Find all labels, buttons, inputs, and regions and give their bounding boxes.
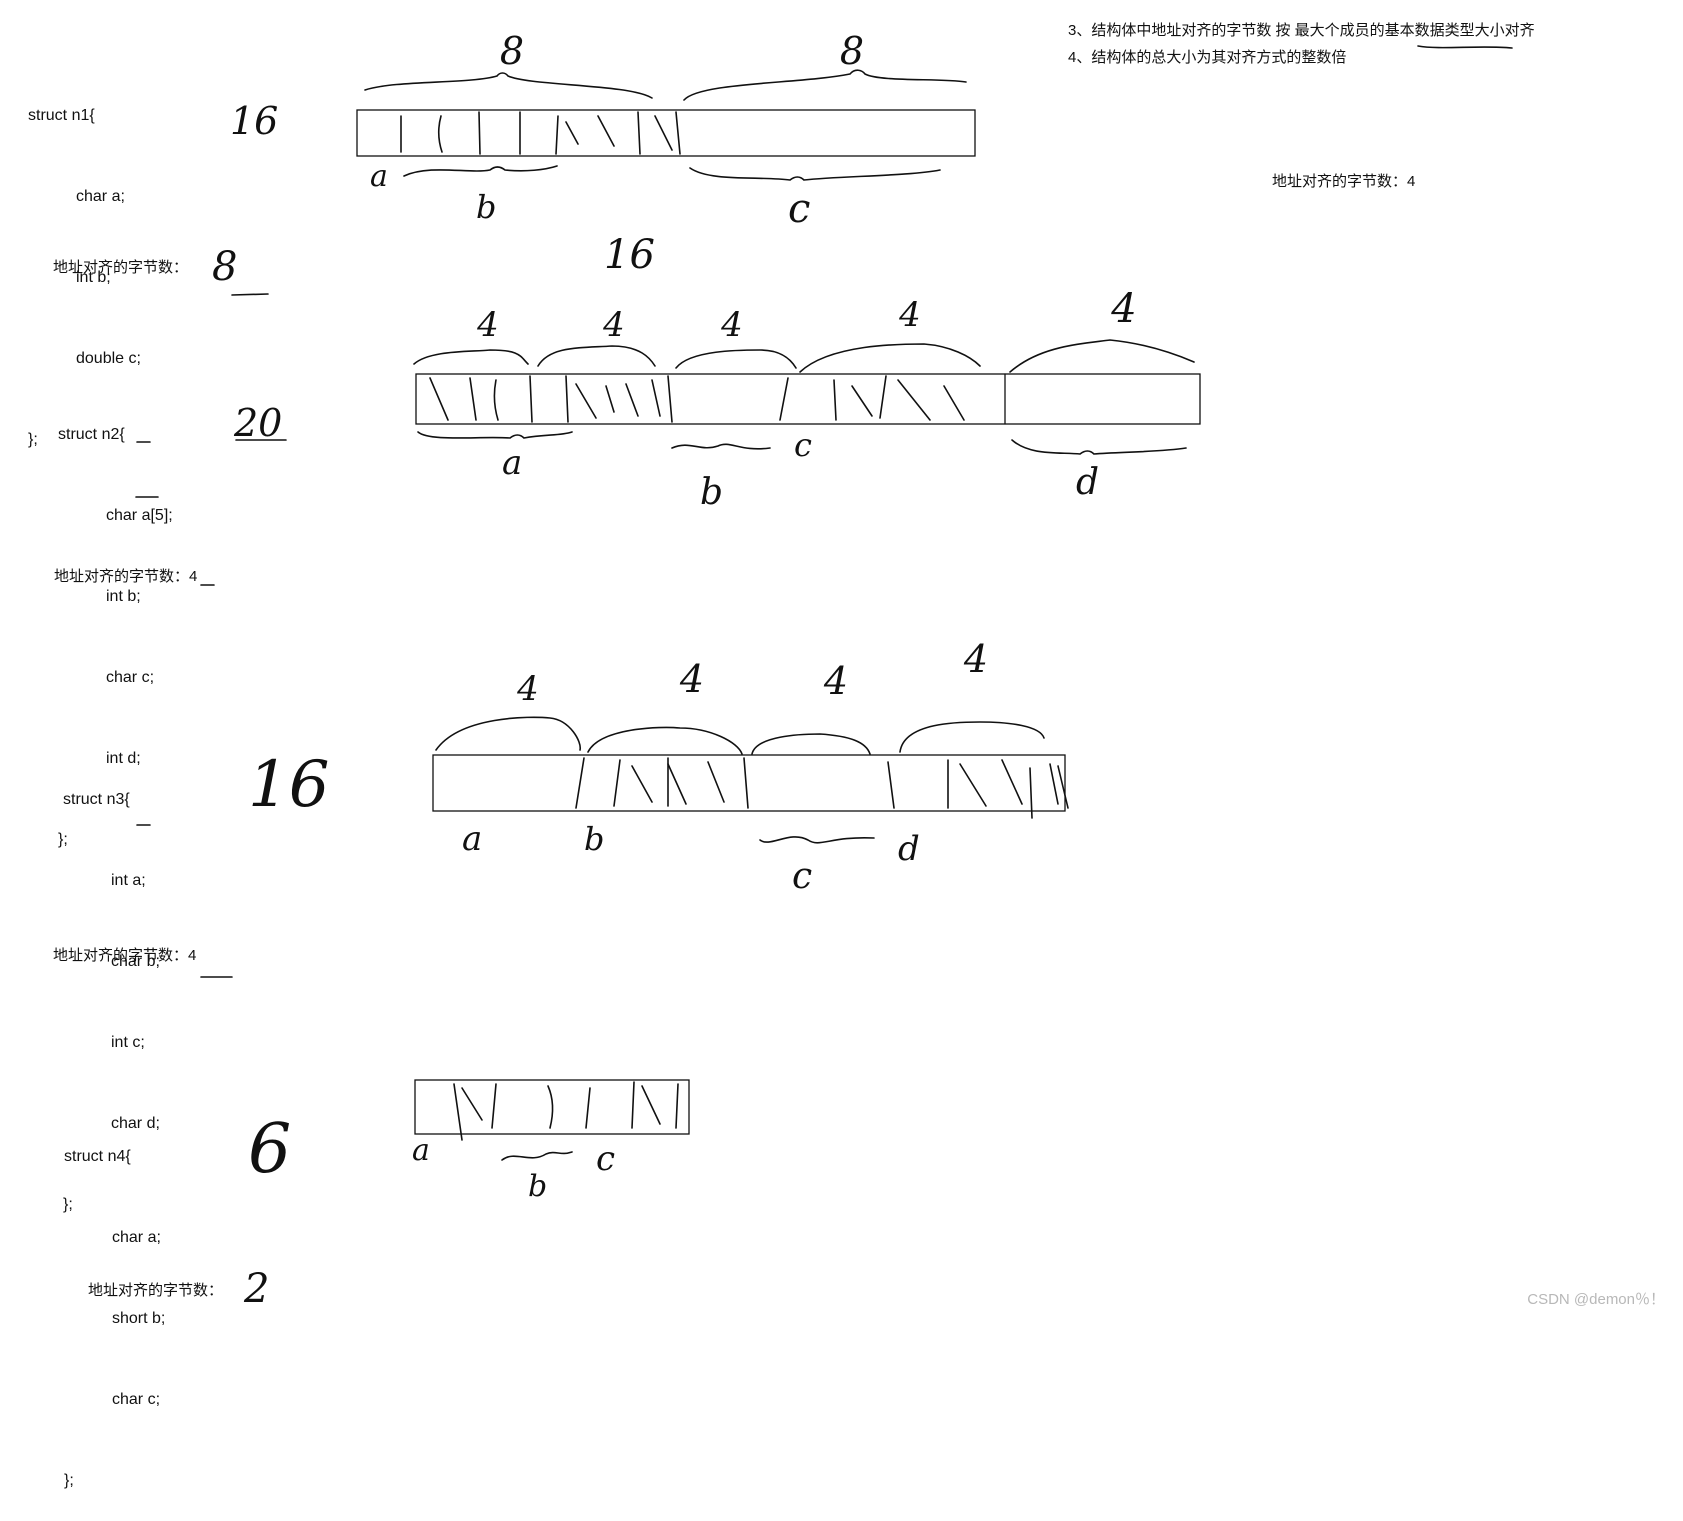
- n3-filled-cells: [575, 757, 1069, 819]
- code-line: struct n2{: [58, 426, 125, 443]
- n3-brace-top-2: [587, 726, 743, 755]
- n3-member-label: a: [462, 819, 482, 859]
- code-line: };: [58, 831, 68, 848]
- code-line: double c;: [76, 350, 141, 367]
- code-line: struct n1{: [28, 107, 95, 124]
- code-line: char d;: [111, 1115, 160, 1132]
- code-line: char a;: [76, 188, 125, 205]
- n1-member-label: c: [788, 186, 810, 232]
- rule-3: 3、结构体中地址对齐的字节数 按 最大个成员的基本数据类型大小对齐: [1068, 22, 1535, 39]
- code-line: char a;: [112, 1229, 161, 1246]
- n1-size-underline: [231, 293, 269, 296]
- n4-brace-b: [501, 1151, 573, 1161]
- n2-group-label: 4: [602, 305, 625, 345]
- n3-group-label: 4: [516, 669, 539, 709]
- n1-group-label: 8: [840, 29, 864, 73]
- struct-n3-align-label: 地址对齐的字节数：4: [53, 942, 196, 969]
- n2-member-label: b: [700, 472, 723, 513]
- code-line: char c;: [106, 669, 155, 686]
- n3-member-label: b: [584, 820, 604, 858]
- rule-underline: [1417, 45, 1513, 49]
- n4-size-value: 6: [248, 1110, 291, 1189]
- code-line: char b;: [111, 953, 160, 970]
- n2-group-label: 4: [898, 295, 921, 335]
- n2-group-label: 4: [476, 305, 499, 345]
- n1-group-label: 8: [500, 29, 524, 73]
- n2-member-label: a: [502, 443, 522, 483]
- code-line: int d;: [106, 750, 141, 767]
- n1-filled-cells: [400, 111, 681, 155]
- n1-brace-top-1: [364, 72, 653, 99]
- n4-memory-block: [414, 1079, 690, 1135]
- struct-n2-align-value: 4: [189, 568, 198, 585]
- n2-brace-top-5: [1009, 339, 1195, 373]
- code-line: };: [63, 1196, 73, 1213]
- handwritten-annotations: 8 8 16 a b c 16 8 4 4 4 4 4 20 a b c d 4…: [212, 29, 1137, 1312]
- n2-member-label: c: [794, 426, 812, 464]
- code-line: int c;: [111, 1034, 145, 1051]
- n2-size-value: 20: [233, 401, 282, 445]
- n1-memory-block: [356, 109, 976, 157]
- n4-member-label: c: [596, 1139, 615, 1179]
- code-line: char c;: [112, 1391, 161, 1408]
- struct-n1-align-label: 地址对齐的字节数：: [53, 259, 189, 276]
- n2-brace-a: [417, 431, 573, 439]
- n3-group-label: 4: [963, 637, 988, 681]
- struct-n3-align-value: 4: [188, 947, 197, 964]
- n2-brace-b: [671, 443, 771, 450]
- n2-brace-top-4: [799, 343, 981, 373]
- align-label-text: 地址对齐的字节数：: [53, 947, 189, 964]
- n1-size-value: 16: [230, 99, 278, 143]
- n2-filled-cells: [429, 375, 965, 423]
- n2-brace-top-1: [413, 349, 529, 365]
- n2-group-label: 4: [1110, 286, 1136, 332]
- align-label-text: 地址对齐的字节数：: [54, 568, 190, 585]
- code-line: struct n4{: [64, 1148, 131, 1165]
- n1-diagram-total: 16: [604, 232, 655, 278]
- n4-align-value: 2: [243, 1266, 269, 1312]
- struct-n4-align-label: 地址对齐的字节数：: [88, 1282, 224, 1299]
- n2-brace-top-2: [537, 345, 656, 367]
- n4-filled-cells: [453, 1081, 679, 1141]
- n2-brace-d: [1011, 439, 1187, 455]
- struct-n2-align-label: 地址对齐的字节数：4: [54, 563, 197, 590]
- code-line: char a[5];: [106, 507, 173, 524]
- n2-member-label: d: [1076, 462, 1099, 503]
- n3-group-label: 4: [823, 659, 848, 703]
- n1-align-value: 8: [212, 244, 237, 290]
- code-line: int b;: [76, 269, 111, 286]
- n1-member-label: b: [476, 188, 496, 226]
- n1-brace-c: [689, 167, 941, 181]
- n3-member-label: c: [792, 856, 812, 897]
- n3-memory-block: [432, 754, 1066, 812]
- n1-brace-top-2: [683, 69, 967, 101]
- n3-group-label: 4: [679, 657, 704, 701]
- memory-layout-drawing: 8 8 16 a b c 16 8 4 4 4 4 4 20 a b c d 4…: [135, 29, 1513, 1312]
- csdn-watermark: CSDN @demon％！: [1527, 1291, 1665, 1308]
- struct-n1-code: struct n1{ char a; int b; double c; };: [28, 48, 141, 480]
- n4-member-label: b: [528, 1169, 547, 1204]
- struct-n3-code: struct n3{ int a; char b; int c; char d;…: [63, 732, 160, 1245]
- code-line: int b;: [106, 588, 141, 605]
- n3-brace-c: [759, 836, 875, 844]
- code-line: struct n3{: [63, 791, 130, 808]
- code-line: };: [28, 431, 38, 448]
- n3-brace-top-4: [899, 721, 1045, 753]
- n1-brace-b: [403, 165, 558, 177]
- n3-member-label: d: [898, 829, 920, 869]
- rule-4: 4、结构体的总大小为其对齐方式的整数倍: [1068, 49, 1347, 66]
- n2-memory-block: [415, 373, 1201, 425]
- n1-member-label: a: [370, 159, 388, 194]
- code-line: int a;: [111, 872, 146, 889]
- n2-brace-top-3: [675, 349, 797, 369]
- n3-size-value: 16: [248, 748, 329, 822]
- n3-brace-top-1: [435, 716, 581, 751]
- code-line: };: [64, 1472, 74, 1489]
- struct-n2-code: struct n2{ char a[5]; int b; char c; int…: [58, 367, 173, 880]
- n3-brace-top-3: [751, 733, 871, 755]
- n4-member-label: a: [412, 1133, 430, 1168]
- n2-group-label: 4: [720, 305, 743, 345]
- side-align-note: 地址对齐的字节数：4: [1272, 173, 1416, 190]
